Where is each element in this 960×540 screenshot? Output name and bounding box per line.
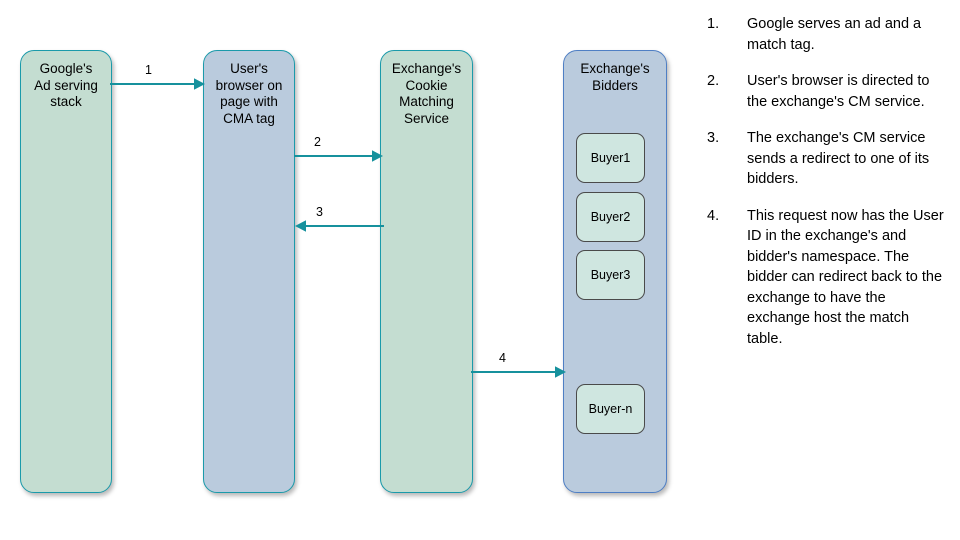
arrow-4	[471, 366, 566, 378]
legend-item-4-text: This request now has the User ID in the …	[747, 207, 944, 347]
arrow-4-label: 4	[499, 351, 506, 365]
legend-item-3: 3. The exchange's CM service sends a red…	[707, 128, 947, 190]
node-buyer2[interactable]: Buyer2	[576, 192, 645, 242]
node-buyer2-label: Buyer2	[590, 210, 631, 224]
node-buyer3[interactable]: Buyer3	[576, 250, 645, 300]
arrow-3-label: 3	[316, 205, 323, 219]
node-buyer-n[interactable]: Buyer-n	[576, 384, 645, 434]
arrow-1	[110, 78, 205, 90]
legend-item-1: 1. Google serves an ad and a match tag.	[707, 14, 947, 55]
legend-item-4: 4. This request now has the User ID in t…	[707, 206, 947, 350]
node-user-browser-label: User's browser on page with CMA tag	[215, 61, 283, 126]
node-buyer-n-label: Buyer-n	[588, 402, 633, 416]
legend-item-2-text: User's browser is directed to the exchan…	[747, 73, 930, 110]
node-buyer1-label: Buyer1	[590, 151, 631, 165]
legend-item-1-text: Google serves an ad and a match tag.	[747, 16, 922, 53]
node-buyer3-label: Buyer3	[590, 268, 631, 282]
node-exchange-cookie-matching-service[interactable]: Exchange's Cookie Matching Service	[380, 50, 473, 493]
arrow-3	[295, 220, 384, 232]
node-user-browser[interactable]: User's browser on page with CMA tag	[203, 50, 295, 493]
node-exchange-bidders-label: Exchange's Bidders	[580, 61, 650, 93]
arrow-2	[294, 150, 383, 162]
legend-item-3-text: The exchange's CM service sends a redire…	[747, 130, 930, 187]
arrow-1-label: 1	[145, 63, 152, 77]
legend-item-2: 2. User's browser is directed to the exc…	[707, 71, 947, 112]
legend-item-3-number: 3.	[707, 130, 720, 146]
node-google-ad-serving-stack-label: Google's Ad serving stack	[34, 61, 98, 109]
node-exchange-cookie-matching-service-label: Exchange's Cookie Matching Service	[391, 61, 462, 126]
node-buyer1[interactable]: Buyer1	[576, 133, 645, 183]
legend-list: 1. Google serves an ad and a match tag. …	[707, 14, 947, 365]
legend-item-2-number: 2.	[707, 73, 720, 89]
node-google-ad-serving-stack[interactable]: Google's Ad serving stack	[20, 50, 112, 493]
legend-item-4-number: 4.	[707, 207, 720, 224]
arrow-2-label: 2	[314, 135, 321, 149]
legend-item-1-number: 1.	[707, 16, 720, 32]
